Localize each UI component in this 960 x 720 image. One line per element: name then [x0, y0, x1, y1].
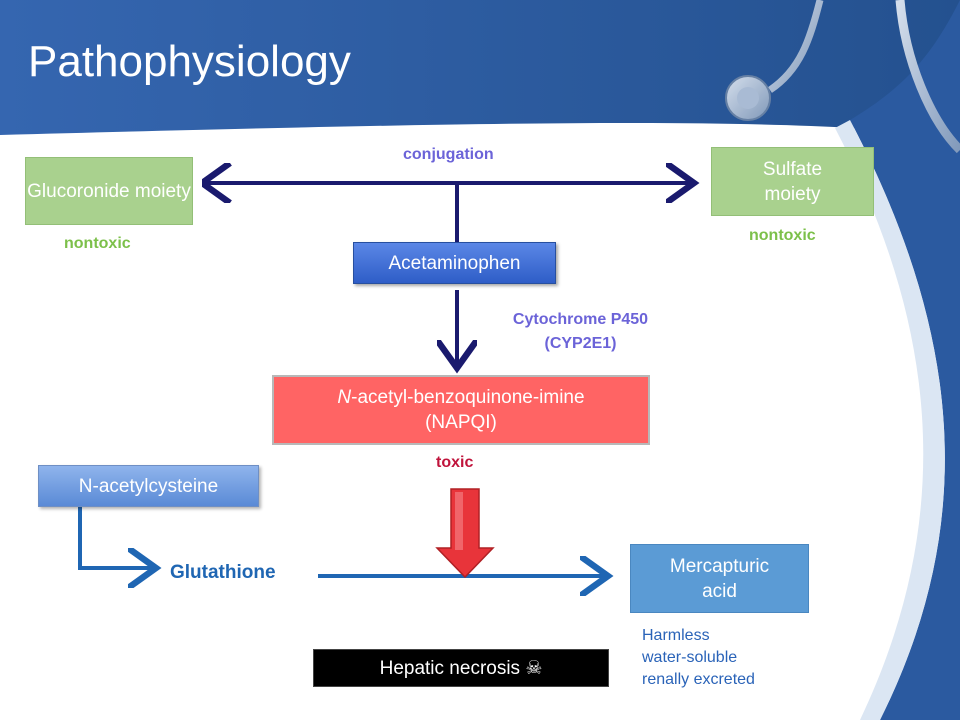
glucoronide-label: Glucoronide moiety — [27, 180, 191, 202]
nac-label: N-acetylcysteine — [78, 475, 219, 497]
nac-elbow-arrow — [78, 506, 152, 568]
excretion-note: Harmless water-soluble renally excreted — [642, 625, 755, 691]
napqi-line1: N-acetyl-benzoquinone-imine — [337, 385, 584, 410]
napqi-prefix: N — [337, 387, 352, 408]
acetaminophen-box: Acetaminophen — [353, 242, 556, 284]
toxic-label: toxic — [436, 454, 474, 471]
sulfate-box: Sulfate moiety — [711, 147, 874, 216]
nac-box: N-acetylcysteine — [38, 465, 259, 507]
mercapturic-box: Mercapturic acid — [630, 544, 809, 613]
cyp-label: Cytochrome P450 (CYP2E1) — [491, 308, 670, 356]
stethoscope-icon — [725, 0, 960, 154]
necrosis-box: Hepatic necrosis ☠ — [313, 649, 609, 687]
excretion-note-line3: renally excreted — [642, 671, 755, 688]
napqi-box: N-acetyl-benzoquinone-imine (NAPQI) — [272, 375, 650, 445]
conjugation-label: conjugation — [403, 146, 494, 163]
mercapturic-label: Mercapturic acid — [669, 555, 770, 602]
nontoxic-right-label: nontoxic — [749, 227, 816, 244]
glutathione-label: Glutathione — [170, 562, 276, 583]
nontoxic-left-label: nontoxic — [64, 235, 131, 252]
cyp-label-line1: Cytochrome P450 — [512, 311, 649, 328]
napqi-name: -acetyl-benzoquinone-imine — [351, 387, 585, 408]
necrosis-label: Hepatic necrosis — [379, 657, 521, 679]
napqi-line2: (NAPQI) — [425, 412, 497, 433]
page-title: Pathophysiology — [28, 37, 351, 86]
sulfate-label: Sulfate moiety — [762, 158, 823, 205]
cyp-label-line2: (CYP2E1) — [544, 335, 617, 352]
toxic-block-arrow — [435, 488, 495, 579]
skull-icon: ☠ — [525, 657, 543, 679]
excretion-note-line2: water-soluble — [642, 649, 738, 666]
glucoronide-box: Glucoronide moiety — [25, 157, 193, 225]
excretion-note-line1: Harmless — [642, 627, 710, 644]
acetaminophen-label: Acetaminophen — [388, 252, 521, 274]
